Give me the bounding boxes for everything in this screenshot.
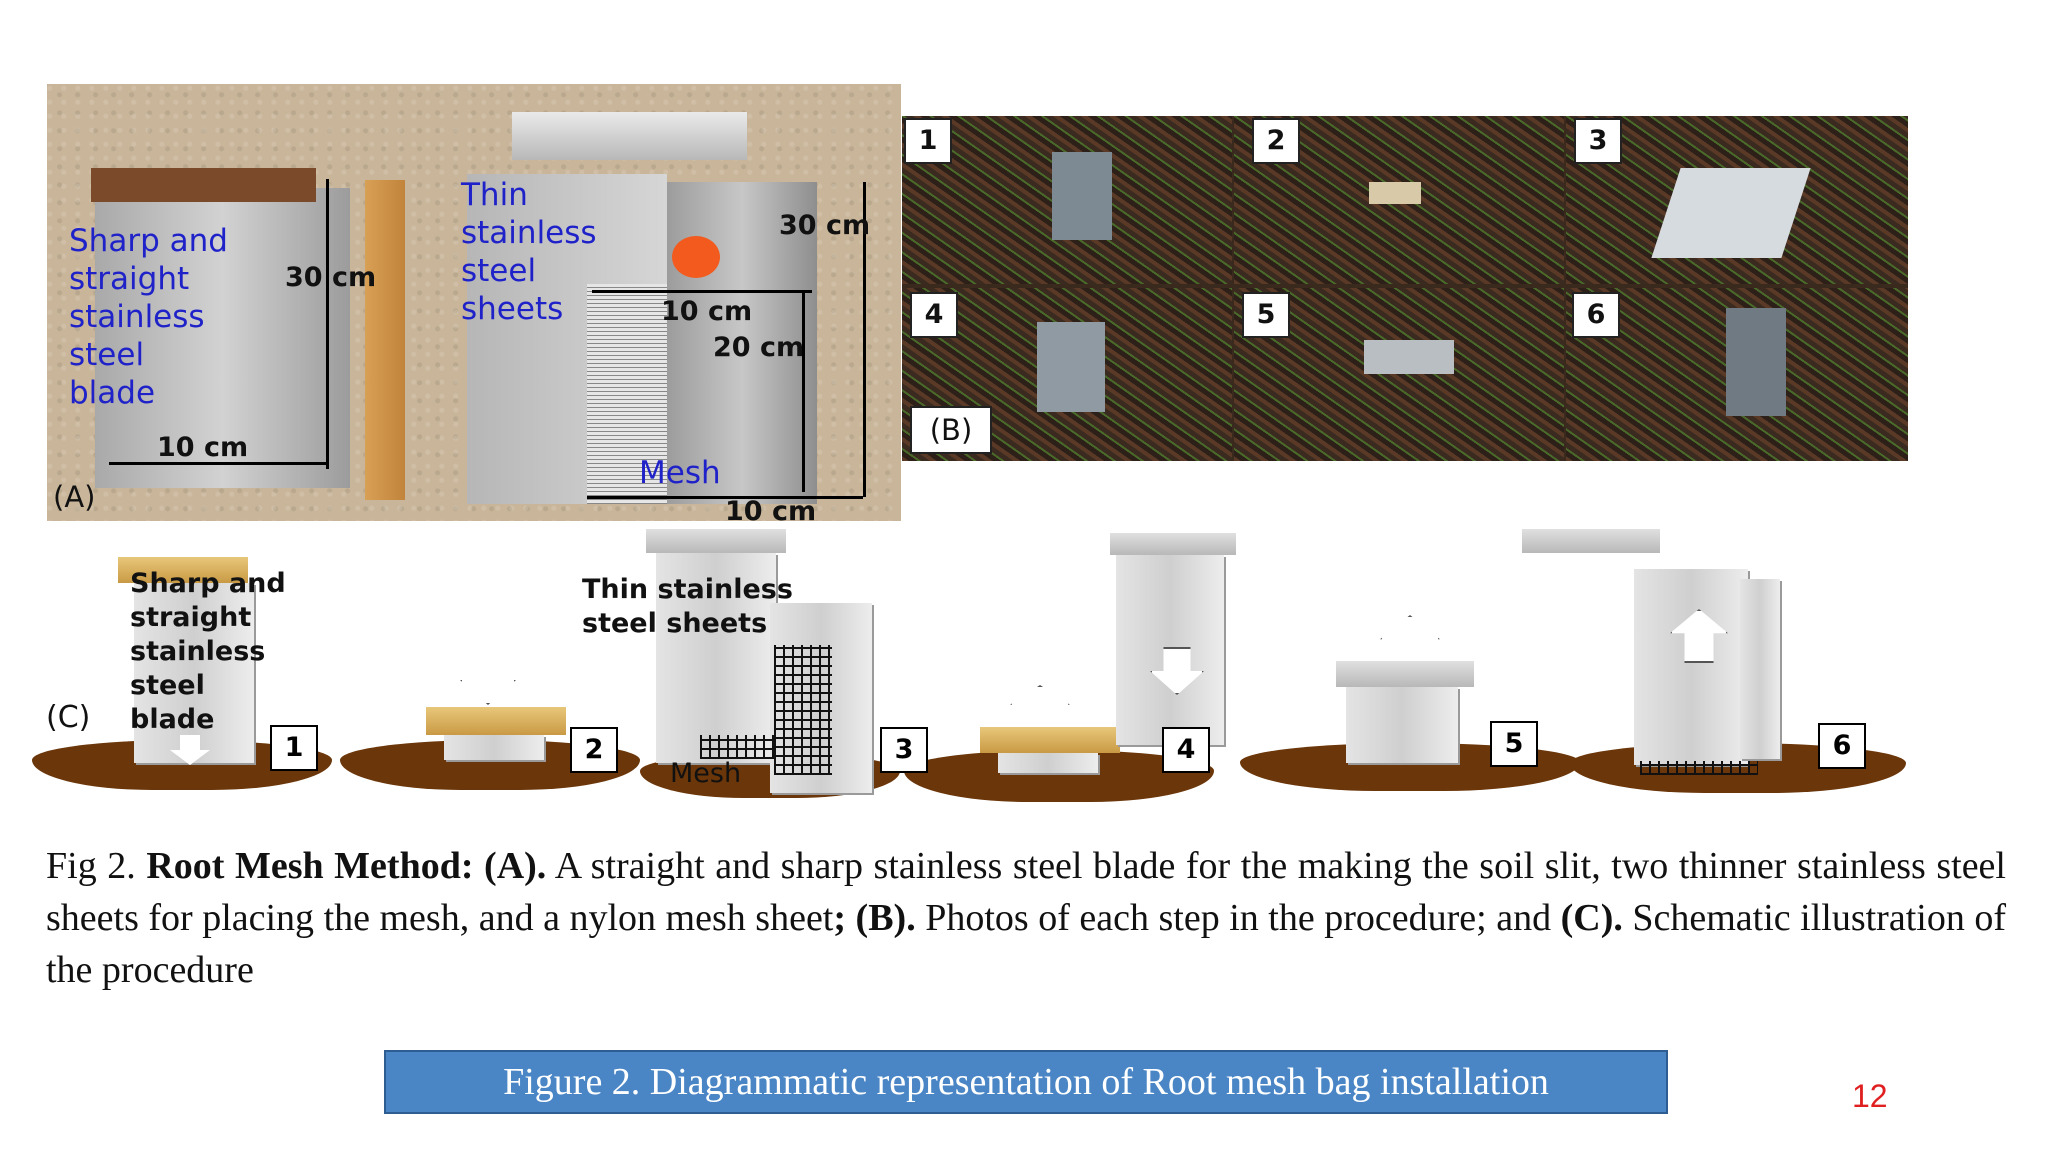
up-arrow (1010, 685, 1070, 729)
schematic-step-5: 5 (1490, 721, 1538, 767)
schematic-blade-label-line: blade (130, 704, 215, 735)
mesh-grid-3 (774, 645, 832, 775)
blade-label-line: straight (69, 261, 190, 297)
schematic-step-4: 4 (1162, 727, 1210, 773)
blade-handle-4 (980, 727, 1120, 753)
panel-c-schematic: Sharp and straight stainless steel blade… (0, 525, 2048, 802)
photo-step-2: 2 (1252, 118, 1300, 164)
step-photo-5 (1234, 288, 1564, 461)
wooden-ruler (365, 180, 405, 500)
photo-device (1052, 152, 1112, 240)
panel-b-photos: 1 2 3 4 5 6 (B) (902, 116, 1908, 461)
dim-line-vertical-right (863, 182, 866, 497)
step-photo-6 (1566, 288, 1908, 461)
blade-in-soil-4 (998, 753, 1098, 773)
sheet-front-5 (1346, 687, 1458, 763)
sheets-label-line: sheets (461, 291, 564, 327)
panel-a-tag: (A) (53, 480, 96, 514)
dim-line-horizontal-left (109, 462, 329, 465)
schematic-step-3: 3 (880, 727, 928, 773)
blade-in-soil-2 (444, 735, 544, 760)
schematic-blade (134, 583, 254, 763)
dim-line-horizontal-mid (592, 290, 812, 293)
steel-block-top (512, 112, 747, 160)
schematic-sheets-label: Thin stainless steel sheets (582, 573, 793, 641)
caption-part-b: Photos of each step in the procedure; an… (915, 897, 1561, 939)
step-photo-1 (902, 116, 1232, 284)
dim-line-vertical-left (326, 179, 329, 469)
blade-label-line: stainless (69, 299, 205, 335)
mesh-in-soil-6 (1640, 761, 1758, 775)
photo-device (1369, 182, 1421, 204)
sheet-top-5 (1336, 661, 1474, 687)
panel-b-tag: (B) (910, 406, 992, 454)
photo-step-4: 4 (910, 292, 958, 338)
photo-device (1364, 340, 1454, 374)
photo-step-1: 1 (904, 118, 952, 164)
orange-tag (672, 236, 720, 278)
caption-part-a: A straight and sharp stainless steel bla… (46, 845, 2006, 939)
thin-sheet-right (667, 182, 817, 504)
caption-tag-c: (C). (1560, 897, 1623, 939)
blade-label: Sharp and straight stainless steel blade (69, 222, 299, 412)
sheet-front-3 (656, 553, 776, 763)
down-arrow (460, 655, 516, 705)
mesh-label: Mesh (639, 455, 721, 491)
sheets-label-line: steel (461, 253, 537, 289)
dim-line-vertical-mid (802, 292, 805, 492)
panel-a-photo: Sharp and straight stainless steel blade… (47, 84, 901, 521)
photo-step-3: 3 (1574, 118, 1622, 164)
dim-10cm-left: 10 cm (157, 432, 249, 463)
sheet-front-6 (1634, 569, 1748, 765)
schematic-step-2: 2 (570, 727, 618, 773)
dim-10cm-mid: 10 cm (661, 296, 753, 327)
blade-label-line: steel (69, 337, 145, 373)
schematic-step-1: 1 (270, 725, 318, 771)
panel-c-tag: (C) (46, 700, 91, 735)
sheet-top-6 (1522, 529, 1660, 553)
sheet-top-4 (1110, 533, 1236, 555)
caption-title: Root Mesh Method: (A). (146, 845, 547, 887)
sheet-top-3 (646, 529, 786, 553)
dim-20cm: 20 cm (713, 332, 805, 363)
schematic-blade-label-line: straight (130, 602, 252, 633)
schematic-blade-label-line: steel (130, 670, 205, 701)
blade-wood-handle (91, 168, 316, 202)
step-photo-3 (1566, 116, 1908, 284)
schematic-blade-label: Sharp and straight stainless steel blade (130, 567, 286, 737)
dim-10cm-bottom: 10 cm (725, 496, 817, 521)
schematic-mesh-label: Mesh (670, 758, 742, 789)
caption-prefix: Fig 2. (46, 845, 147, 887)
photo-device (1037, 322, 1105, 412)
blade-label-line: Sharp and (69, 223, 228, 259)
photo-device (1651, 168, 1811, 258)
schematic-step-6: 6 (1818, 723, 1866, 769)
dim-30cm-right: 30 cm (779, 210, 871, 241)
blade-handle (118, 557, 248, 583)
schematic-blade-label-line: stainless (130, 636, 266, 667)
sheet-back-6 (1740, 579, 1780, 759)
blade-handle-2 (426, 707, 566, 735)
photo-step-5: 5 (1242, 292, 1290, 338)
caption-sep-b: ; (B). (833, 897, 916, 939)
caption-part-c: Schematic illustration of the procedure (46, 897, 2006, 991)
mesh-grid-3b (700, 735, 776, 759)
dim-30cm-left: 30 cm (285, 262, 377, 293)
figure-title-bar: Figure 2. Diagrammatic representation of… (384, 1050, 1668, 1114)
steel-blade (95, 188, 350, 488)
dim-line-horizontal-bottom (587, 496, 863, 499)
schematic-sheets-label-line: Thin stainless (582, 574, 793, 605)
sheets-label: Thin stainless steel sheets (461, 176, 661, 328)
sheets-label-line: Thin (461, 177, 528, 213)
step-photo-2 (1234, 116, 1564, 284)
photo-device (1726, 308, 1786, 416)
figure-caption: Fig 2. Root Mesh Method: (A). A straight… (46, 840, 2006, 996)
schematic-blade-label-line: Sharp and (130, 568, 286, 599)
sheets-label-line: stainless (461, 215, 597, 251)
schematic-sheets-label-line: steel sheets (582, 608, 768, 639)
page-number: 12 (1852, 1078, 1888, 1114)
blade-label-line: blade (69, 375, 156, 411)
photo-step-6: 6 (1572, 292, 1620, 338)
